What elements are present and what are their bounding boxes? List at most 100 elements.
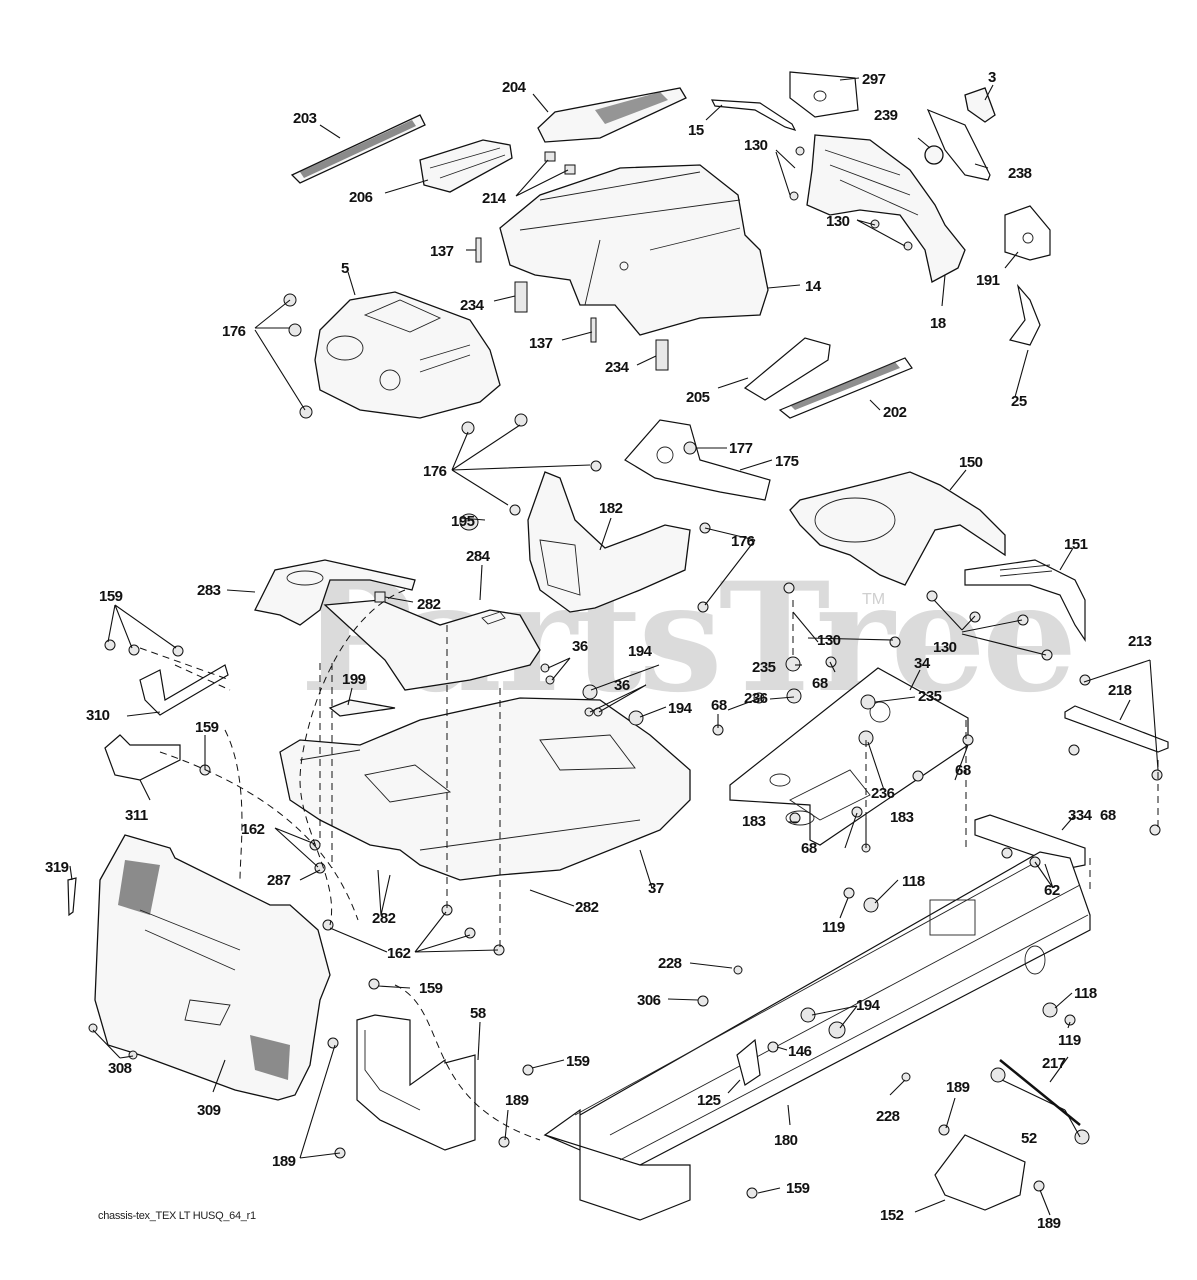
part-175-bracket	[624, 419, 771, 501]
callout-189-d[interactable]: 189	[1037, 1215, 1061, 1232]
callout-236-b[interactable]: 236	[871, 785, 895, 802]
callout-283[interactable]: 283	[197, 582, 221, 599]
callout-189-b[interactable]: 189	[946, 1079, 970, 1096]
callout-310[interactable]: 310	[86, 707, 110, 724]
callout-214[interactable]: 214	[482, 190, 507, 207]
callout-68-b[interactable]: 68	[711, 697, 727, 714]
callout-203[interactable]: 203	[293, 110, 317, 127]
callout-176-a[interactable]: 176	[222, 323, 246, 340]
callout-146[interactable]: 146	[788, 1043, 812, 1060]
callout-238[interactable]: 238	[1008, 165, 1032, 182]
callout-234-b[interactable]: 234	[605, 359, 630, 376]
callout-137-b[interactable]: 137	[529, 335, 553, 352]
callout-34[interactable]: 34	[914, 655, 931, 672]
callout-183-b[interactable]: 183	[890, 809, 914, 826]
callout-319[interactable]: 319	[45, 859, 69, 876]
callout-58[interactable]: 58	[470, 1005, 486, 1022]
callout-189-a[interactable]: 189	[505, 1092, 529, 1109]
callout-217[interactable]: 217	[1042, 1055, 1066, 1072]
callout-234-a[interactable]: 234	[460, 297, 485, 314]
callout-25[interactable]: 25	[1011, 393, 1027, 410]
callout-236-a[interactable]: 236	[744, 690, 768, 707]
callout-194-a[interactable]: 194	[628, 643, 653, 660]
callout-176-b[interactable]: 176	[423, 463, 447, 480]
part-218-bracket	[1064, 705, 1169, 753]
callout-151[interactable]: 151	[1064, 536, 1088, 553]
callout-284[interactable]: 284	[466, 548, 491, 565]
callout-235-b[interactable]: 235	[918, 688, 942, 705]
callout-62[interactable]: 62	[1044, 882, 1060, 899]
callout-311[interactable]: 311	[125, 807, 148, 824]
callout-119-a[interactable]: 119	[822, 919, 845, 936]
callout-130-b[interactable]: 130	[826, 213, 850, 230]
callout-218[interactable]: 218	[1108, 682, 1132, 699]
callout-235-a[interactable]: 235	[752, 659, 776, 676]
callout-297[interactable]: 297	[862, 71, 886, 88]
callout-182[interactable]: 182	[599, 500, 623, 517]
callout-199[interactable]: 199	[342, 671, 366, 688]
callout-130-d[interactable]: 130	[933, 639, 957, 656]
callout-228-b[interactable]: 228	[876, 1108, 900, 1125]
callout-204[interactable]: 204	[502, 79, 527, 96]
part-3-lens	[964, 87, 996, 123]
callout-118-b[interactable]: 118	[1074, 985, 1097, 1002]
callout-213[interactable]: 213	[1128, 633, 1152, 650]
callout-287[interactable]: 287	[267, 872, 291, 889]
callout-308[interactable]: 308	[108, 1060, 132, 1077]
callout-159-e[interactable]: 159	[786, 1180, 810, 1197]
callout-3[interactable]: 3	[988, 69, 997, 86]
callout-282-c[interactable]: 282	[575, 899, 599, 916]
callout-68-c[interactable]: 68	[955, 762, 971, 779]
callout-162-b[interactable]: 162	[387, 945, 411, 962]
callout-36-a[interactable]: 36	[572, 638, 588, 655]
callout-52[interactable]: 52	[1021, 1130, 1037, 1147]
callout-282-a[interactable]: 282	[417, 596, 441, 613]
callout-159-d[interactable]: 159	[566, 1053, 590, 1070]
callout-282-b[interactable]: 282	[372, 910, 396, 927]
callout-176-c[interactable]: 176	[731, 533, 755, 550]
callout-130-a[interactable]: 130	[744, 137, 768, 154]
callout-194-c[interactable]: 194	[856, 997, 881, 1014]
callout-306[interactable]: 306	[637, 992, 661, 1009]
callout-183-a[interactable]: 183	[742, 813, 766, 830]
part-204-hood-vent	[537, 87, 687, 143]
callout-175[interactable]: 175	[775, 453, 799, 470]
part-214-clips	[544, 151, 576, 175]
callout-68-a[interactable]: 68	[812, 675, 828, 692]
callout-119-b[interactable]: 119	[1058, 1032, 1081, 1049]
callout-118-a[interactable]: 118	[902, 873, 925, 890]
part-203-grille-left	[290, 114, 426, 184]
part-228-bolt-a	[733, 965, 743, 975]
callout-150[interactable]: 150	[959, 454, 983, 471]
callout-334[interactable]: 334	[1068, 807, 1093, 824]
callout-189-c[interactable]: 189	[272, 1153, 296, 1170]
callout-68-d[interactable]: 68	[1100, 807, 1116, 824]
callout-137-a[interactable]: 137	[430, 243, 454, 260]
callout-228-a[interactable]: 228	[658, 955, 682, 972]
callout-14[interactable]: 14	[805, 278, 822, 295]
callout-159-a[interactable]: 159	[99, 588, 123, 605]
callout-205[interactable]: 205	[686, 389, 710, 406]
callout-180[interactable]: 180	[774, 1132, 798, 1149]
callout-36-b[interactable]: 36	[614, 677, 630, 694]
callout-162-a[interactable]: 162	[241, 821, 265, 838]
callout-195[interactable]: 195	[451, 513, 475, 530]
callout-18[interactable]: 18	[930, 315, 946, 332]
callout-5[interactable]: 5	[341, 260, 350, 277]
callout-309[interactable]: 309	[197, 1102, 221, 1119]
callout-202[interactable]: 202	[883, 404, 907, 421]
callout-130-c[interactable]: 130	[817, 632, 841, 649]
callout-159-b[interactable]: 159	[195, 719, 219, 736]
callout-68-e[interactable]: 68	[801, 840, 817, 857]
callout-206[interactable]: 206	[349, 189, 373, 206]
callout-159-c[interactable]: 159	[419, 980, 443, 997]
part-235-grommet-a	[785, 656, 801, 672]
callout-191[interactable]: 191	[976, 272, 1000, 289]
callout-37[interactable]: 37	[648, 880, 664, 897]
callout-125[interactable]: 125	[697, 1092, 721, 1109]
callout-152[interactable]: 152	[880, 1207, 904, 1224]
callout-194-b[interactable]: 194	[668, 700, 693, 717]
callout-239[interactable]: 239	[874, 107, 898, 124]
callout-177[interactable]: 177	[729, 440, 753, 457]
callout-15[interactable]: 15	[688, 122, 704, 139]
